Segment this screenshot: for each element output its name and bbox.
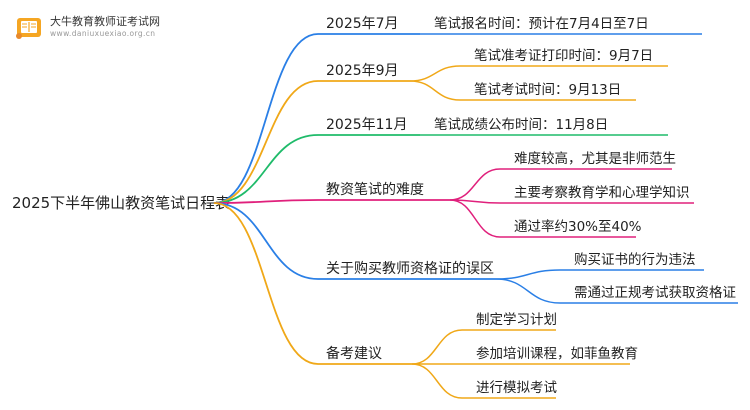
leaf-connector (495, 278, 561, 304)
branch-label: 2025年9月 (326, 63, 399, 79)
branch-label: 关于购买教师资格证的误区 (326, 261, 494, 277)
leaf-connector (409, 65, 461, 82)
brand-url: www.daniuxuexiao.org.cn (50, 29, 156, 39)
branch-links (213, 33, 738, 399)
leaf-label: 购买证书的行为违法 (574, 252, 696, 268)
branch-connector (213, 80, 319, 204)
branch-connector (213, 199, 319, 204)
root-label: 2025下半年佛山教资笔试日程表 (12, 194, 230, 212)
book-logo-icon (16, 18, 41, 39)
leaf-label: 进行模拟考试 (476, 380, 557, 396)
branch-connector (213, 134, 319, 204)
leaf-label: 笔试准考证打印时间：9月7日 (474, 47, 653, 64)
leaf-connector (409, 80, 461, 101)
leaf-connector (495, 269, 561, 280)
brand-logo: 大牛教育教师证考试网 www.daniuxuexiao.org.cn (14, 14, 160, 40)
leaf-label: 需通过正规考试获取资格证 (574, 285, 736, 301)
brand-name: 大牛教育教师证考试网 (50, 15, 160, 29)
branch-label: 教资笔试的难度 (326, 182, 424, 198)
leaf-connector (411, 363, 463, 399)
branch-connector (213, 33, 319, 204)
leaf-label: 笔试成绩公布时间：11月8日 (434, 117, 608, 133)
branch-connector (213, 202, 319, 365)
leaf-label: 主要考察教育学和心理学知识 (514, 184, 690, 201)
branch-nodes: 2025年7月 笔试报名时间：预计在7月4日至7日 2025年9月 笔试准考证打印时间… (326, 16, 736, 396)
branch-connector (213, 202, 319, 280)
leaf-label: 通过率约30%至40% (514, 218, 642, 235)
leaf-label: 笔试报名时间：预计在7月4日至7日 (434, 16, 649, 32)
branch-label: 2025年7月 (326, 16, 399, 32)
leaf-label: 笔试考试时间：9月13日 (474, 82, 621, 98)
leaf-connector (411, 329, 463, 365)
branch-label: 备考建议 (326, 345, 382, 362)
leaf-connector (449, 168, 501, 201)
branch-label: 2025年11月 (326, 117, 407, 133)
leaf-label: 参加培训课程，如菲鱼教育 (476, 345, 638, 362)
leaf-label: 制定学习计划 (476, 312, 557, 328)
leaf-connector (449, 199, 501, 238)
leaf-label: 难度较高，尤其是非师范生 (514, 150, 676, 167)
